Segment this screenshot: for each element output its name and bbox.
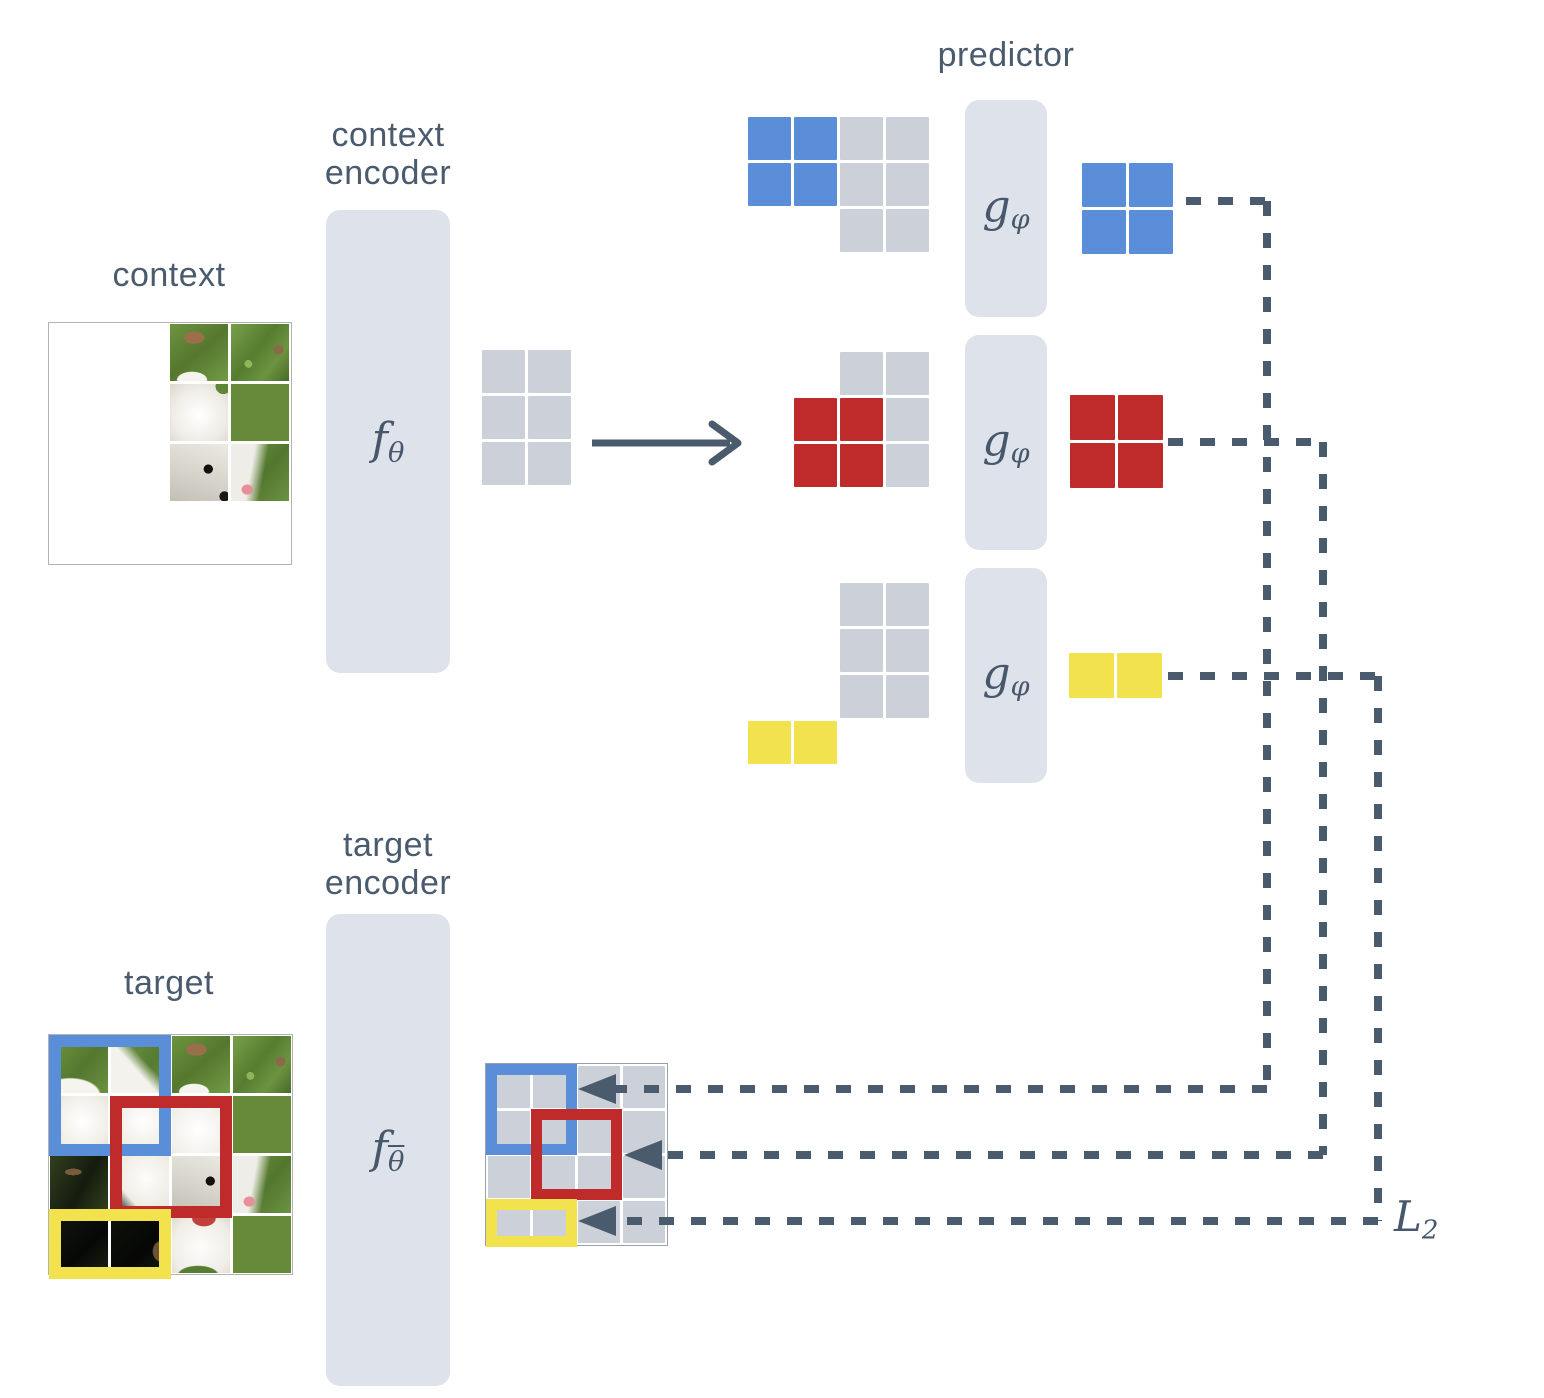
pred-out-blue-cell — [1082, 163, 1126, 207]
pred-out-blue-cell — [1129, 210, 1173, 254]
pred-in-red-cell — [886, 398, 929, 441]
pred-in-yellow-cell — [886, 675, 929, 718]
pred-out-red-cell — [1070, 395, 1115, 440]
ctx-embed-cell — [482, 396, 525, 439]
predictor-input-yellow — [748, 583, 929, 764]
photo-patch-grass3 — [233, 1216, 291, 1273]
target-label: target — [124, 964, 214, 1002]
photo-patch-grass-ear — [233, 1096, 291, 1153]
pred-in-blue-cell — [748, 163, 791, 206]
photo-patch-tongue-fur — [172, 1216, 230, 1273]
prediction-blue — [1082, 163, 1173, 254]
red-mask-outline — [531, 1109, 622, 1200]
target-encoder-label-line1: target — [343, 826, 433, 864]
photo-patch-grass-ear — [231, 384, 289, 441]
prediction-red — [1070, 395, 1163, 488]
pred-out-red-cell — [1118, 443, 1163, 488]
pred-in-blue-cell — [886, 117, 929, 160]
pred-in-blue-cell — [840, 209, 883, 252]
g-phi-symbol: gφ — [982, 648, 1030, 703]
pred-out-yellow-cell — [1069, 653, 1114, 698]
target-image — [48, 1034, 293, 1279]
context-encoder-label-line1: context — [331, 116, 445, 154]
pred-in-yellow-cell — [886, 629, 929, 672]
pred-in-yellow-cell — [794, 721, 837, 764]
pred-in-yellow-cell — [886, 583, 929, 626]
predictor-box-blue: gφ — [965, 100, 1047, 317]
ctx-embed-cell — [482, 442, 525, 485]
context-image — [48, 322, 292, 565]
photo-patch-grass-leaf — [172, 1036, 230, 1093]
pred-in-red-cell — [886, 444, 929, 487]
photo-patch-face — [170, 444, 228, 501]
pred-in-blue-cell — [886, 163, 929, 206]
pred-in-blue-cell — [886, 209, 929, 252]
pred-in-blue-cell — [748, 117, 791, 160]
f-theta-symbol: fθ — [371, 414, 405, 469]
target-embed-cell — [623, 1066, 665, 1108]
g-phi-symbol: gφ — [982, 181, 1030, 236]
yellow-mask-outline — [49, 1209, 171, 1279]
pred-in-red-cell — [886, 352, 929, 395]
pred-in-yellow-cell — [840, 675, 883, 718]
pred-in-yellow-cell — [840, 583, 883, 626]
photo-patch-grass2 — [231, 324, 289, 381]
ctx-embed-cell — [482, 350, 525, 393]
pred-out-blue-cell — [1082, 210, 1126, 254]
photo-patch-dark-grass — [50, 1156, 108, 1213]
pred-in-yellow-cell — [748, 721, 791, 764]
pred-out-yellow-cell — [1117, 653, 1162, 698]
context-label: context — [112, 256, 226, 294]
predictor-box-yellow: gφ — [965, 568, 1047, 783]
pred-in-blue-cell — [794, 163, 837, 206]
predictor-box-red: gφ — [965, 335, 1047, 550]
pred-in-blue-cell — [794, 117, 837, 160]
photo-patch-muzzle-grass — [233, 1156, 291, 1213]
target-embed-cell — [623, 1156, 665, 1198]
pred-in-yellow-cell — [840, 629, 883, 672]
predictor-input-red — [794, 352, 929, 487]
red-mask-outline — [110, 1096, 232, 1218]
photo-patch-muzzle-grass — [231, 444, 289, 501]
encoder-to-predictor-arrowhead — [708, 420, 742, 466]
pred-in-red-cell — [794, 444, 837, 487]
predictor-label: predictor — [937, 36, 1075, 74]
predictor-input-blue — [748, 117, 929, 252]
context-image-patches — [170, 324, 289, 501]
context-embedding-grid — [482, 350, 571, 485]
ctx-embed-cell — [528, 396, 571, 439]
target-encoder-label: target encoder — [286, 826, 490, 902]
target-embed-cell — [623, 1111, 665, 1153]
photo-patch-fur2 — [170, 384, 228, 441]
pred-out-blue-cell — [1129, 163, 1173, 207]
target-encoder-label-line2: encoder — [324, 864, 452, 902]
pred-in-red-cell — [840, 352, 883, 395]
f-theta-bar-symbol: fθ — [371, 1122, 405, 1178]
g-phi-symbol: gφ — [982, 415, 1030, 470]
pred-in-red-cell — [794, 398, 837, 441]
target-embed-cell — [623, 1201, 665, 1243]
photo-patch-grass2 — [233, 1036, 291, 1093]
pred-in-blue-cell — [840, 117, 883, 160]
target-embed-cell — [488, 1156, 530, 1198]
target-embed-cell — [578, 1066, 620, 1108]
context-encoder-box: fθ — [326, 210, 450, 673]
prediction-yellow — [1069, 653, 1162, 698]
yellow-mask-outline — [486, 1199, 577, 1247]
pred-in-red-cell — [840, 398, 883, 441]
target-encoder-box: fθ — [326, 914, 450, 1386]
target-embed-cell — [578, 1201, 620, 1243]
pred-out-red-cell — [1118, 395, 1163, 440]
pred-in-red-cell — [840, 444, 883, 487]
target-embedding-wrap — [485, 1063, 668, 1247]
context-encoder-label: context encoder — [286, 116, 490, 192]
l2-loss-label: L2 — [1394, 1192, 1439, 1246]
context-encoder-label-line2: encoder — [324, 154, 452, 192]
pred-in-blue-cell — [840, 163, 883, 206]
photo-patch-grass-leaf — [170, 324, 228, 381]
ctx-embed-cell — [528, 350, 571, 393]
ctx-embed-cell — [528, 442, 571, 485]
pred-out-red-cell — [1070, 443, 1115, 488]
